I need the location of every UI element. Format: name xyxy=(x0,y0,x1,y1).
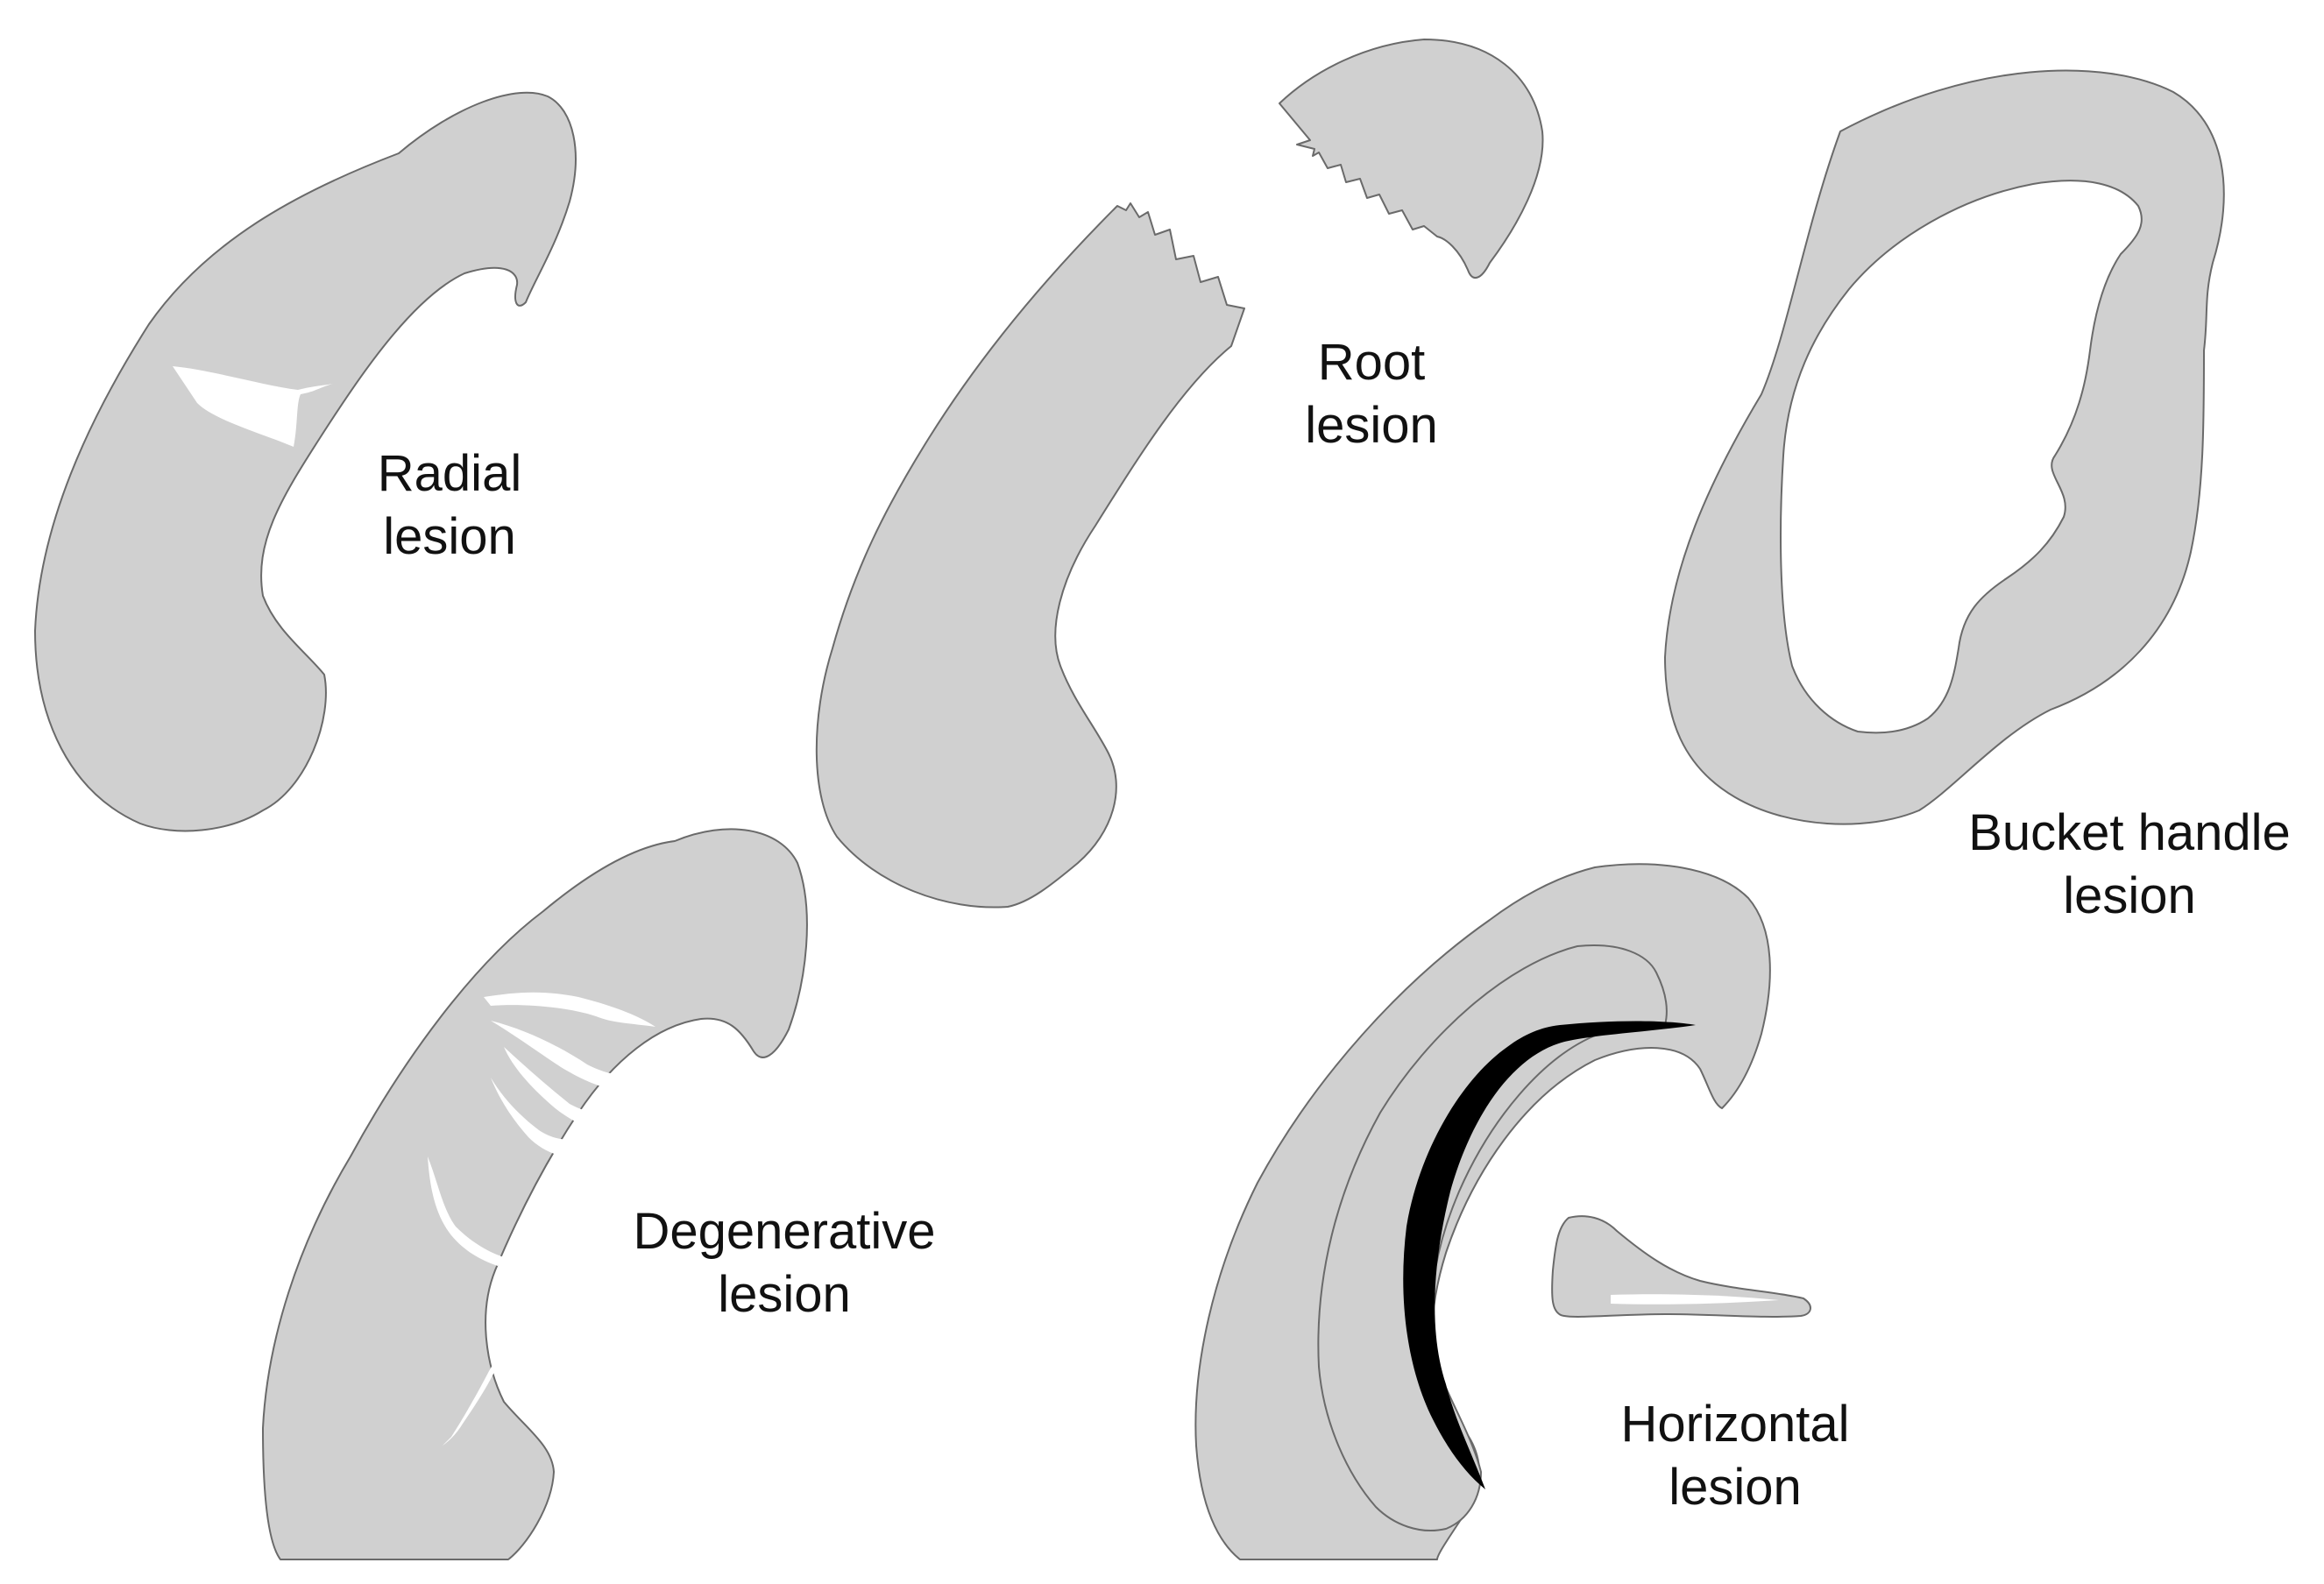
degenerative-tear-2 xyxy=(491,1021,627,1091)
degenerative-lesion-meniscus xyxy=(262,828,808,1560)
label-line-2: lesion xyxy=(718,1266,851,1323)
label-line-2: lesion xyxy=(2063,867,2196,924)
label-radial-lesion: Radial lesion xyxy=(362,442,537,569)
radial-lesion-meniscus xyxy=(34,91,577,832)
label-bucket-handle-lesion: Bucket handle lesion xyxy=(1950,802,2309,928)
meniscus-body xyxy=(34,91,577,832)
degenerative-tear-6 xyxy=(443,1349,504,1446)
degenerative-tear-4 xyxy=(491,1078,574,1156)
label-line-1: Degenerative xyxy=(633,1203,936,1260)
degenerative-tear-1 xyxy=(484,992,655,1027)
radial-tear xyxy=(173,366,333,447)
horizontal-lesion-meniscus xyxy=(1194,863,1771,1560)
degenerative-tear-5 xyxy=(428,1156,504,1266)
label-horizontal-lesion: Horizontal lesion xyxy=(1604,1393,1867,1519)
label-root-lesion: Root lesion xyxy=(1284,331,1459,457)
label-line-1: Root xyxy=(1317,334,1426,391)
meniscus-fragment xyxy=(1279,39,1544,279)
meniscus-body xyxy=(815,202,1245,909)
fragment-split xyxy=(1611,1294,1779,1305)
degenerative-tear-3 xyxy=(504,1047,605,1130)
meniscus-body xyxy=(262,828,808,1560)
meniscus-fragment xyxy=(1551,1215,1811,1318)
label-line-2: lesion xyxy=(1305,397,1438,454)
bucket-handle-meniscus xyxy=(1664,69,2225,825)
label-line-2: lesion xyxy=(383,508,516,565)
label-line-1: Radial xyxy=(377,445,522,502)
label-line-1: Horizontal xyxy=(1620,1396,1850,1453)
label-line-1: Bucket handle xyxy=(1968,804,2291,861)
meniscus-body xyxy=(1664,69,2225,825)
root-lesion-fragment xyxy=(1279,39,1544,279)
root-lesion-meniscus xyxy=(815,202,1245,909)
label-line-2: lesion xyxy=(1669,1459,1802,1516)
horizontal-lesion-fragment xyxy=(1551,1215,1811,1318)
label-degenerative-lesion: Degenerative lesion xyxy=(618,1200,951,1326)
